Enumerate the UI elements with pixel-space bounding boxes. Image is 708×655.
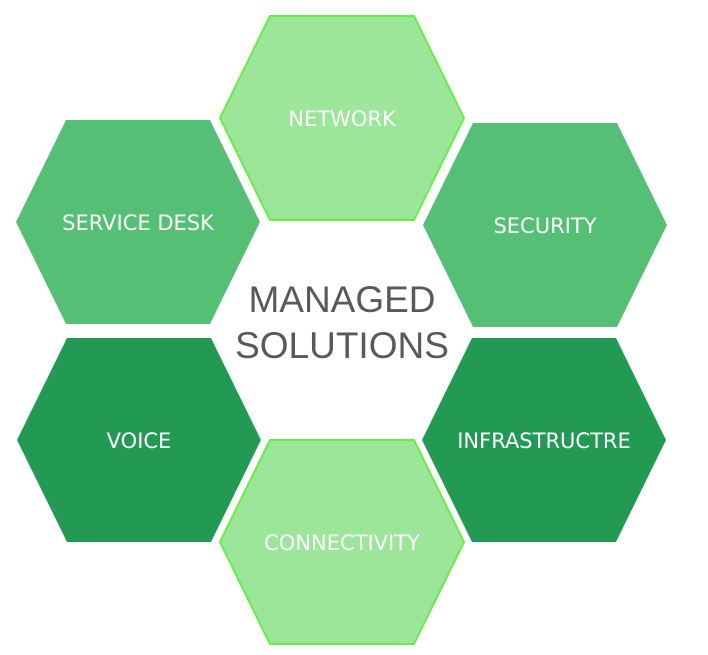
hexagon-network: NETWORK <box>218 15 466 221</box>
hexagon-shape <box>423 123 667 327</box>
hexagon-voice: VOICE <box>17 338 261 542</box>
hexagon-shape <box>17 338 261 542</box>
hexagon-label-security: SECURITY <box>493 214 596 238</box>
hexagon-label-connectivity: CONNECTIVITY <box>264 531 420 555</box>
hexagon-label-voice: VOICE <box>107 429 172 453</box>
hexagon-label-infrastructure: INFRASTRUCTRE <box>457 429 631 453</box>
hexagon-label-service-desk: SERVICE DESK <box>62 211 215 235</box>
hexagon-security: SECURITY <box>423 123 667 327</box>
center-title-line2: SOLUTIONS <box>235 325 449 366</box>
hexagon-infrastructure: INFRASTRUCTRE <box>422 338 666 542</box>
hexagon-service-desk: SERVICE DESK <box>16 120 260 324</box>
hexagon-shape <box>218 15 466 221</box>
hexagon-shape <box>16 120 260 324</box>
hexagon-label-network: NETWORK <box>288 107 397 131</box>
hexagon-connectivity: CONNECTIVITY <box>218 439 466 645</box>
hexagon-shape <box>422 338 666 542</box>
hexagon-shape <box>218 439 466 645</box>
center-title-line1: MANAGED <box>248 279 435 320</box>
